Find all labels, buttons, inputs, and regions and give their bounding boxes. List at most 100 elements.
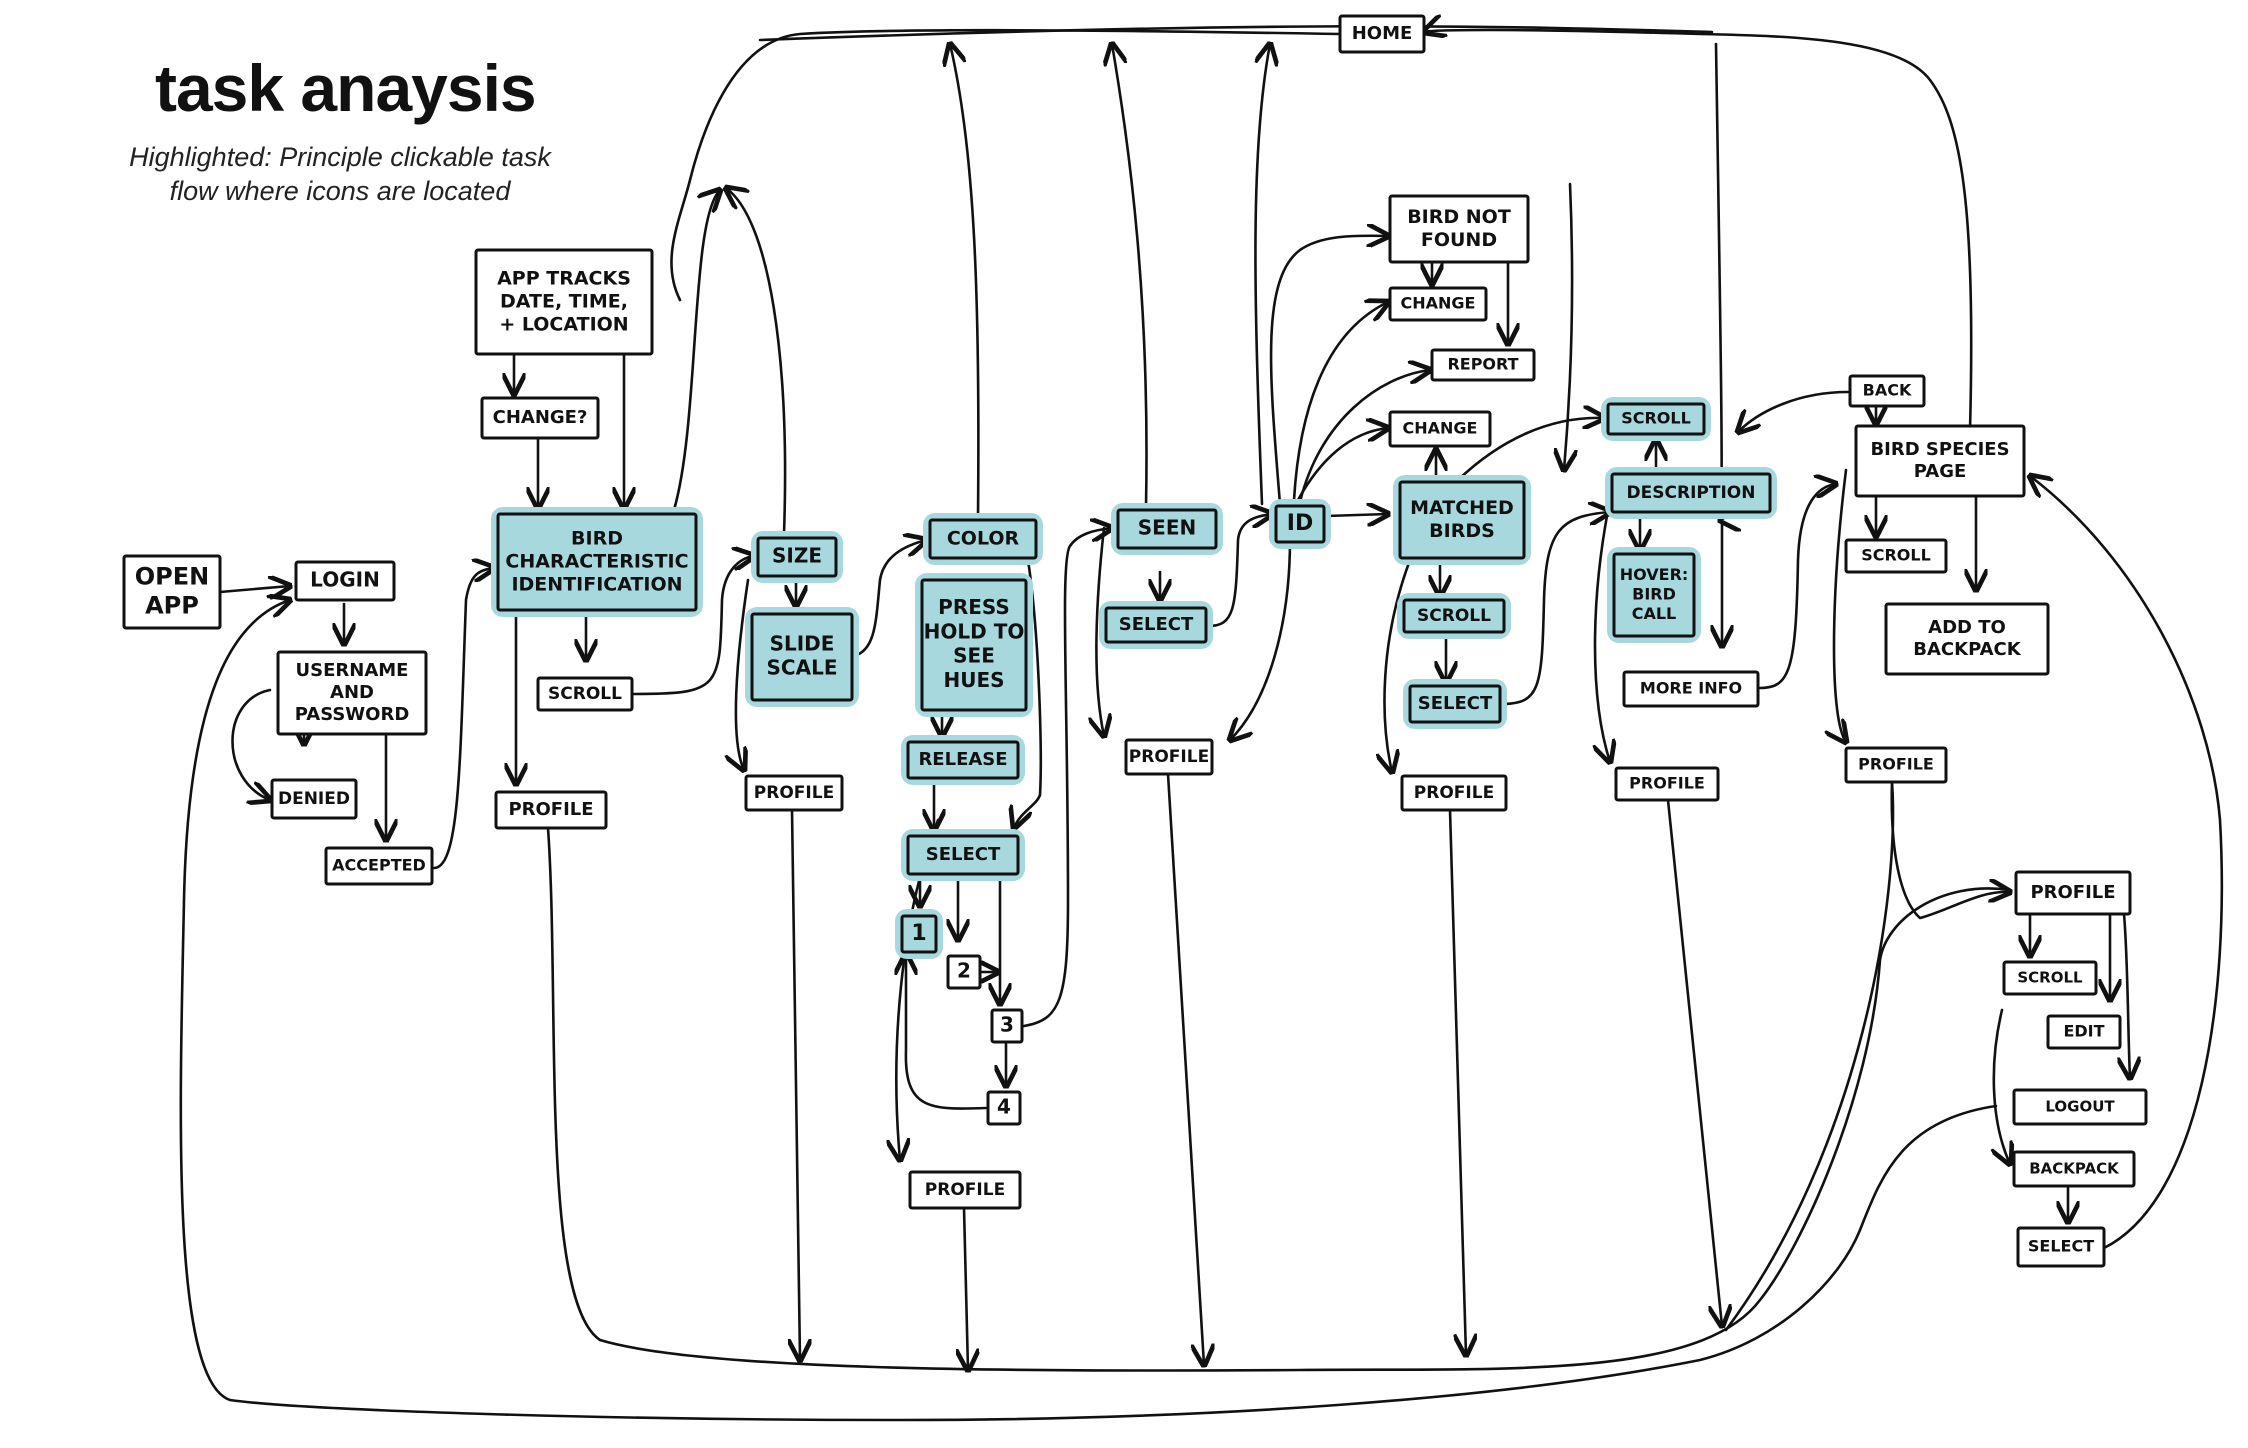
node-select-backpack: SELECT <box>2016 1226 2106 1268</box>
node-box <box>1408 684 1502 724</box>
node-box <box>2002 960 2098 996</box>
flow-arrow <box>736 578 750 770</box>
highlight-legend-note: Highlighted: Principle clickable task fl… <box>129 142 551 206</box>
node-label: SCROLL <box>548 684 622 704</box>
node-color: COLOR <box>923 513 1043 565</box>
node-label: FOUND <box>1421 229 1497 251</box>
node-box <box>1614 766 1720 802</box>
node-label: USERNAME <box>296 660 409 681</box>
flow-arrow <box>1385 558 1412 772</box>
flow-arrows <box>179 26 2224 1422</box>
node-label: MORE INFO <box>1640 679 1742 698</box>
node-box <box>928 518 1038 560</box>
node-label: BIRD <box>571 527 623 549</box>
flow-arrow <box>1595 498 1610 762</box>
node-denied: DENIED <box>270 778 358 820</box>
node-box <box>756 536 838 578</box>
node-box <box>276 650 428 736</box>
flow-arrow <box>950 44 980 518</box>
node-home: HOME <box>1338 14 1426 54</box>
node-box <box>2046 1014 2122 1050</box>
node-box <box>1844 538 1948 574</box>
node-label: HUES <box>943 668 1004 692</box>
node-label: SLIDE <box>770 631 835 655</box>
flow-arrow <box>906 954 988 1110</box>
node-label: CHANGE? <box>493 407 588 428</box>
node-box <box>480 396 600 440</box>
node-label: 4 <box>997 1095 1011 1119</box>
node-box <box>324 846 434 886</box>
node-label: DESCRIPTION <box>1627 483 1756 503</box>
node-description: DESCRIPTION <box>1605 467 1777 519</box>
node-release: RELEASE <box>901 735 1025 785</box>
flow-arrow <box>1890 780 2010 920</box>
flow-arrow <box>1564 182 1572 470</box>
node-box <box>1854 424 2026 498</box>
node-box <box>1274 504 1326 544</box>
node-size: SIZE <box>751 531 843 583</box>
node-box <box>900 914 938 954</box>
node-label: CHARACTERISTIC <box>505 551 688 573</box>
node-profile-7: PROFILE <box>1844 746 1948 784</box>
node-profile-6: PROFILE <box>1614 766 1720 802</box>
node-label: EDIT <box>2063 1022 2104 1041</box>
node-profile-2: PROFILE <box>744 774 844 812</box>
node-label: DENIED <box>278 789 350 809</box>
node-change-q: CHANGE? <box>480 396 600 440</box>
node-box <box>1606 402 1706 436</box>
node-box <box>908 1170 1022 1210</box>
node-backpack: BACKPACK <box>2012 1150 2136 1188</box>
node-scroll-species: SCROLL <box>1844 538 1948 574</box>
node-scroll-desc: SCROLL <box>1601 397 1711 441</box>
node-box <box>122 554 222 630</box>
node-more-info: MORE INFO <box>1622 670 1760 708</box>
flow-arrow <box>1014 558 1042 828</box>
node-label: SELECT <box>1119 614 1194 635</box>
node-box <box>1116 508 1218 550</box>
flow-arrow <box>1206 514 1272 628</box>
flow-arrow <box>1269 236 1388 506</box>
node-box <box>2016 1226 2106 1268</box>
node-label: PROFILE <box>925 1180 1005 1200</box>
flow-arrow <box>1424 30 1973 432</box>
node-label: SCALE <box>767 656 838 680</box>
node-opt-4: 4 <box>986 1090 1022 1126</box>
flow-arrow <box>1022 528 1112 1028</box>
flow-arrow <box>1456 418 1604 482</box>
node-box <box>536 676 634 712</box>
node-label: COLOR <box>947 528 1020 550</box>
node-profile-1: PROFILE <box>494 790 608 830</box>
node-profile-main: PROFILE <box>2014 870 2132 916</box>
node-box <box>990 1008 1024 1044</box>
page-title: task anaysis <box>155 51 537 125</box>
node-box <box>1430 348 1536 382</box>
node-label: AND <box>330 682 374 703</box>
node-box <box>986 1090 1022 1126</box>
flow-arrow <box>1994 1008 2010 1164</box>
flow-arrow <box>1666 798 1722 1326</box>
node-label: CHANGE <box>1401 294 1476 313</box>
flow-arrow <box>546 826 2012 1372</box>
flow-arrow <box>852 540 926 658</box>
node-label: PROFILE <box>1858 755 1934 774</box>
node-box <box>1398 480 1526 560</box>
node-label: BACKPACK <box>2029 1160 2120 1178</box>
flow-arrow <box>670 28 1342 302</box>
node-label: SELECT <box>1418 693 1493 714</box>
node-box <box>1388 410 1492 448</box>
flow-arrow <box>964 1206 968 1370</box>
node-label: BIRD SPECIES <box>1870 439 2009 460</box>
node-box <box>1402 598 1506 634</box>
node-label: ACCEPTED <box>332 856 426 875</box>
node-label: SCROLL <box>1417 606 1491 626</box>
flow-nodes: HOMEOPENAPPLOGINUSERNAMEANDPASSWORDDENIE… <box>122 14 2148 1268</box>
flow-arrow <box>672 190 720 512</box>
flow-arrow <box>1096 526 1104 736</box>
node-label: 2 <box>957 959 971 983</box>
flow-arrow <box>1448 808 1466 1355</box>
